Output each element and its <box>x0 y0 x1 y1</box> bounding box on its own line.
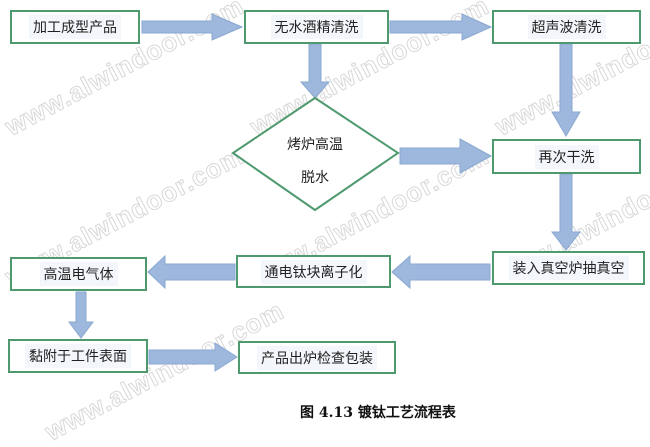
arrow-down <box>550 173 582 251</box>
arrow-right <box>141 13 244 41</box>
arrow-down <box>299 43 331 99</box>
step-label: 通电钛块离子化 <box>260 259 367 284</box>
arrow-right <box>399 138 493 174</box>
step-label: 高温电气体 <box>39 262 118 286</box>
arrow-right <box>148 342 238 372</box>
step-box: 产品出炉检查包装 <box>238 341 396 374</box>
step-label: 加工成型产品 <box>29 15 121 39</box>
step-label: 黏附于工件表面 <box>25 344 131 368</box>
decision-diamond <box>231 96 400 212</box>
arrow-left <box>147 254 236 290</box>
flow-arrows <box>68 13 582 372</box>
step-box: 高温电气体 <box>10 257 147 291</box>
arrow-down <box>551 43 581 137</box>
step-box: 加工成型产品 <box>10 10 140 44</box>
step-label: 装入真空炉抽真空 <box>508 256 629 280</box>
figure-caption: 图 4.13 镀钛工艺流程表 <box>300 405 456 421</box>
step-box: 超声波清洗 <box>492 10 641 44</box>
arrow-down <box>68 291 94 339</box>
decision-label-line2: 脱水 <box>301 170 329 186</box>
step-box: 无水酒精清洗 <box>244 10 389 44</box>
arrow-right <box>389 13 493 41</box>
step-label: 无水酒精清洗 <box>270 15 363 39</box>
step-label: 超声波清洗 <box>527 15 606 39</box>
step-box: 再次干洗 <box>492 139 641 174</box>
arrow-left <box>391 254 491 290</box>
step-label: 再次干洗 <box>534 144 599 169</box>
step-box: 装入真空炉抽真空 <box>492 251 645 285</box>
step-label: 产品出炉检查包装 <box>257 345 377 370</box>
decision-label-line1: 烤炉高温 <box>287 137 343 153</box>
step-box: 黏附于工件表面 <box>8 339 148 373</box>
step-box: 通电钛块离子化 <box>236 255 391 288</box>
